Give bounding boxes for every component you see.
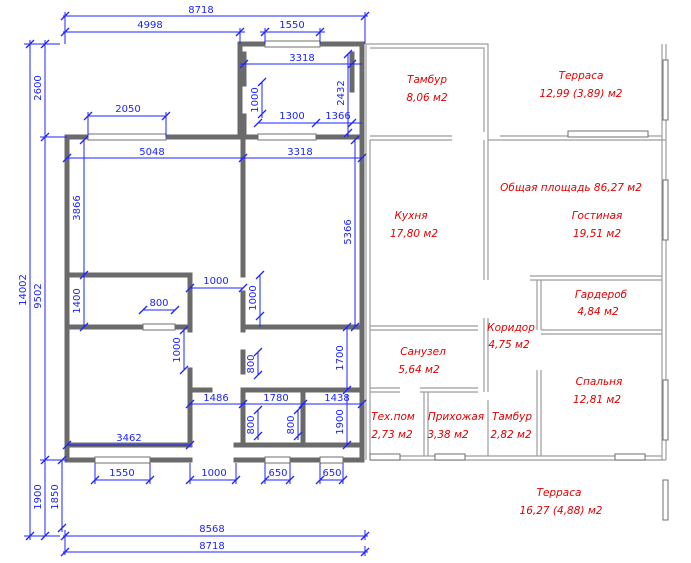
dim-width-1780: 1780 [263, 393, 288, 404]
dim-left-porch: 1850 [50, 484, 61, 509]
room-corridor-area: 4,75 м2 [488, 339, 530, 351]
dim-window-650-b: 650 [322, 468, 341, 479]
dim-top-left: 4998 [137, 20, 162, 31]
dim-window-1550: 1550 [109, 468, 134, 479]
left-plan-walls [64, 41, 365, 463]
dim-vestibule-door: 1000 [250, 87, 261, 112]
room-hall-area: 3,38 м2 [427, 429, 469, 441]
room-bathroom-name: Санузел [400, 346, 446, 358]
dim-vestibule-width: 3318 [289, 53, 314, 64]
dim-height-3866: 3866 [72, 195, 83, 220]
dim-opening-1366: 1366 [325, 111, 350, 122]
room-bedroom-area: 12,81 м2 [573, 394, 621, 406]
room-kitchen-name: Кухня [394, 210, 427, 222]
room-living-area: 19,51 м2 [573, 228, 621, 240]
dim-door-1000-a: 1000 [203, 276, 228, 287]
dim-window-800: 800 [149, 298, 168, 309]
dimension-lines [24, 11, 370, 557]
room-tech-name: Тех.пом [371, 411, 415, 423]
dim-width-1486: 1486 [203, 393, 228, 404]
dim-height-1900: 1900 [335, 409, 346, 434]
room-tambur-top-area: 8,06 м2 [406, 92, 448, 104]
room-bathroom-area: 5,64 м2 [398, 364, 440, 376]
dimension-labels: 8718 4998 1550 3318 1000 2432 1300 1366 … [18, 5, 354, 552]
dim-room-width-left: 5048 [139, 147, 164, 158]
dim-window-650-a: 650 [268, 468, 287, 479]
room-bedroom-name: Спальня [576, 376, 623, 388]
dim-top-right: 1550 [279, 20, 304, 31]
dim-height-5366: 5366 [343, 219, 354, 244]
room-terrace-bottom-name: Терраса [537, 487, 582, 499]
dim-left-total: 14002 [18, 274, 29, 306]
dim-width-1438: 1438 [324, 393, 349, 404]
room-tambur-small-area: 2,82 м2 [490, 429, 532, 441]
room-tambur-small-name: Тамбур [492, 411, 532, 423]
room-kitchen-area: 17,80 м2 [390, 228, 438, 240]
dim-room-width-right: 3318 [287, 147, 312, 158]
dim-door-1000-d: 1000 [201, 468, 226, 479]
dim-top-window: 2050 [115, 104, 140, 115]
dim-bottom-inner: 8568 [199, 524, 224, 535]
room-wardrobe-area: 4,84 м2 [577, 306, 619, 318]
room-labels: Тамбур 8,06 м2 Терраса 12,99 (3,89) м2 О… [371, 70, 642, 517]
room-hall-name: Прихожая [428, 411, 484, 423]
dim-door-800-b: 800 [246, 415, 257, 434]
right-plan-windows [369, 59, 669, 521]
room-terrace-top-area: 12,99 (3,89) м2 [540, 88, 623, 100]
room-tambur-top-name: Тамбур [407, 74, 447, 86]
dim-height-1400: 1400 [72, 288, 83, 313]
room-terrace-top-name: Терраса [559, 70, 604, 82]
dim-door-800-a: 800 [246, 354, 257, 373]
dim-left-bottom: 1900 [33, 484, 44, 509]
room-tech-area: 2,73 м2 [371, 429, 413, 441]
dim-left-top: 2600 [33, 75, 44, 100]
dim-top-total: 8718 [188, 5, 213, 16]
room-terrace-bottom-area: 16,27 (4,88) м2 [520, 505, 603, 517]
room-living-name: Гостиная [572, 210, 623, 222]
room-wardrobe-name: Гардероб [575, 289, 628, 301]
total-area-label: Общая площадь 86,27 м2 [500, 182, 642, 194]
dim-width-3462: 3462 [116, 433, 141, 444]
dim-bottom-total: 8718 [199, 541, 224, 552]
dim-left-main: 9502 [33, 283, 44, 308]
dim-height-1700: 1700 [335, 345, 346, 370]
right-plan-walls [365, 43, 667, 461]
dim-door-1000-b: 1000 [248, 285, 259, 310]
dim-door-800-c: 800 [286, 415, 297, 434]
dim-vestibule-right: 2432 [336, 80, 347, 105]
dim-opening-1300: 1300 [279, 111, 304, 122]
dim-door-1000-c: 1000 [172, 337, 183, 362]
room-corridor-name: Коридор [487, 322, 535, 334]
